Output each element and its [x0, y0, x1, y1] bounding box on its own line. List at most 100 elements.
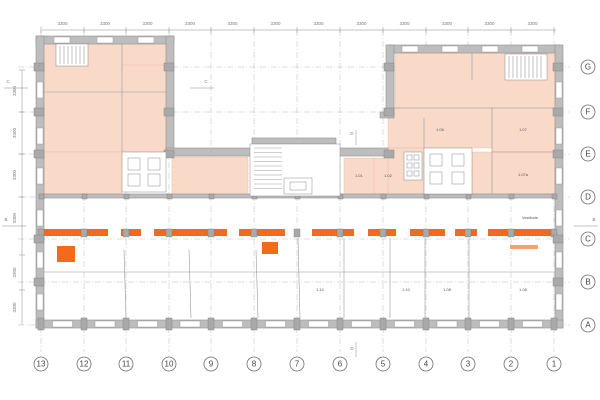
- axis-marker-5: 5: [375, 356, 391, 372]
- axis-marker-2: 2: [503, 356, 519, 372]
- stair-core: [249, 143, 341, 197]
- svg-text:G: G: [585, 63, 591, 72]
- facade-windows: [36, 36, 563, 328]
- svg-text:D: D: [585, 193, 591, 202]
- partition-4: [239, 229, 285, 236]
- room-label: 1.07: [519, 127, 528, 132]
- section-mark: D: [350, 131, 354, 136]
- svg-text:9: 9: [209, 360, 214, 369]
- dimension-label: 3300: [12, 127, 17, 138]
- top-dimension-chain: 3300 3300 3300 3300 3300 3300 3300 3300 3300 3300…: [40, 21, 556, 33]
- section-marks: C C B B D D: [2, 79, 598, 357]
- svg-text:E: E: [585, 150, 590, 159]
- partition-2: [121, 229, 141, 236]
- svg-text:11: 11: [122, 360, 131, 369]
- room-label: 1.01: [355, 173, 364, 178]
- partition-3: [154, 229, 227, 236]
- dimension-label: 3300: [227, 21, 238, 26]
- dimension-label: 3300: [12, 267, 17, 278]
- svg-text:2: 2: [509, 360, 514, 369]
- axis-marker-1: 1: [546, 356, 562, 372]
- highlight-block-mid: [262, 242, 278, 254]
- axis-marker-11: 11: [118, 356, 134, 372]
- room-label: 1.10: [402, 287, 411, 292]
- left-dimension-chain: 3300 3300 3300 3300 3300 3300: [12, 69, 25, 325]
- room-label: Vestibule: [522, 215, 539, 220]
- svg-text:F: F: [586, 108, 591, 117]
- section-mark: D: [350, 346, 354, 351]
- dimension-label: 3300: [12, 85, 17, 96]
- room-left-wing-stair-side: [121, 42, 167, 66]
- wing-partitions: [44, 44, 555, 194]
- axis-marker-C: C: [580, 231, 596, 247]
- svg-text:8: 8: [252, 360, 257, 369]
- dimension-label: 3300: [527, 21, 538, 26]
- section-mark: C: [6, 79, 10, 84]
- svg-text:10: 10: [165, 360, 174, 369]
- room-label: 1.08: [443, 287, 452, 292]
- axis-marker-8: 8: [246, 356, 262, 372]
- room-label: 1.06: [436, 127, 445, 132]
- svg-text:12: 12: [80, 360, 89, 369]
- south-zone-partitions: [44, 237, 555, 319]
- dimension-label: 3300: [12, 169, 17, 180]
- section-mark: B: [4, 217, 7, 222]
- dimension-label: 3300: [57, 21, 68, 26]
- room-1-07a: [471, 151, 556, 195]
- axis-marker-D: D: [580, 189, 596, 205]
- partition-9: [488, 229, 555, 236]
- wall-center-top-right: [335, 147, 389, 157]
- partition-5: [312, 229, 354, 236]
- axis-marker-4: 4: [418, 356, 434, 372]
- axis-marker-10: 10: [161, 356, 177, 372]
- dimension-label: 3300: [313, 21, 324, 26]
- svg-text:C: C: [585, 235, 591, 244]
- dimension-label: 3300: [12, 302, 17, 313]
- room-label: 1.02: [384, 173, 393, 178]
- wall-right-wing-left: [385, 44, 395, 116]
- highlight-strip-right: [510, 245, 538, 249]
- section-mark: C: [204, 79, 208, 84]
- room-label: 1.10: [316, 287, 325, 292]
- dimension-label: 3300: [12, 212, 17, 223]
- wall-center-top-left: [165, 147, 253, 157]
- axis-marker-9: 9: [203, 356, 219, 372]
- axis-marker-F: F: [580, 104, 596, 120]
- section-mark: B: [592, 217, 595, 222]
- axis-marker-G: G: [580, 59, 596, 75]
- dimension-label: 3300: [100, 21, 111, 26]
- axis-marker-3: 3: [460, 356, 476, 372]
- axis-marker-B: B: [580, 274, 596, 290]
- svg-text:A: A: [585, 321, 591, 330]
- dimension-label: 3300: [356, 21, 367, 26]
- svg-text:13: 13: [37, 360, 46, 369]
- axis-marker-E: E: [580, 146, 596, 162]
- wall-stair-core: [251, 137, 337, 145]
- room-label: 1.07a: [518, 172, 529, 177]
- room-left-wing-lower: [43, 151, 123, 195]
- svg-text:6: 6: [338, 360, 343, 369]
- dimension-label: 3300: [142, 21, 153, 26]
- dimension-label: 3300: [484, 21, 495, 26]
- svg-text:1: 1: [552, 360, 557, 369]
- wall-left-wing-right: [165, 35, 175, 155]
- room-1-07: [491, 107, 556, 153]
- svg-text:4: 4: [424, 360, 429, 369]
- wing-stairs: [55, 43, 548, 81]
- svg-text:5: 5: [381, 360, 386, 369]
- axis-marker-A: A: [580, 317, 596, 333]
- vertical-axis-markers: 13 12 11 10 9 8 7 6 5 4 3 2 1: [33, 356, 562, 372]
- dimension-label: 3300: [399, 21, 410, 26]
- room-center-right-1: [343, 157, 375, 195]
- toilet-blocks: [121, 147, 473, 195]
- axis-marker-7: 7: [289, 356, 305, 372]
- room-1-06: [387, 107, 493, 149]
- room-labels: 1.01 1.02 1.06 1.07 1.07a 1.10 1.10 1.08…: [316, 127, 539, 292]
- room-label: 1.08: [519, 287, 528, 292]
- svg-text:B: B: [585, 278, 590, 287]
- svg-text:7: 7: [295, 360, 300, 369]
- dimension-label: 3300: [442, 21, 453, 26]
- axis-marker-12: 12: [76, 356, 92, 372]
- horizontal-axis-markers: G F E D C B A: [580, 59, 596, 333]
